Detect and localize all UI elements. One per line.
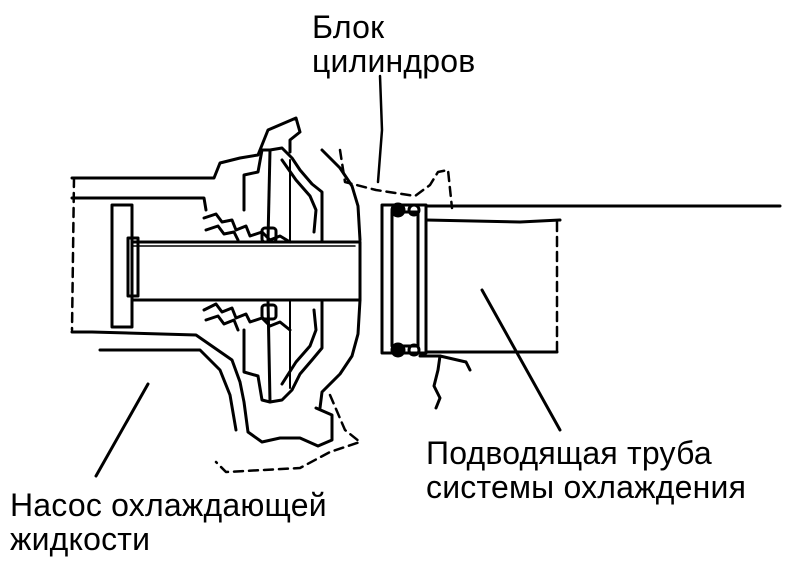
impeller-back-lower	[266, 298, 272, 404]
pipe-leader	[480, 288, 562, 432]
pump-housing-top-inner	[70, 196, 208, 212]
impeller-rim	[320, 148, 362, 242]
o-ring-inner	[390, 210, 420, 348]
cylinder-block-leader	[376, 74, 384, 184]
pump-leader	[94, 382, 150, 478]
pump-housing-top	[70, 116, 302, 180]
o-ring-top-2	[407, 203, 421, 217]
o-ring-top	[390, 202, 406, 218]
impeller-back	[266, 148, 272, 242]
inlet-pipe-top-inner	[424, 218, 562, 224]
impeller-front	[268, 146, 324, 242]
impeller-vane-lower	[280, 308, 318, 386]
pump-flange	[242, 148, 272, 212]
cylinder-block-label-line2: цилиндров	[312, 43, 476, 79]
seal-upper-2	[204, 224, 240, 242]
cylinder-block-label: Блок цилиндров	[312, 10, 476, 78]
water-pump-label-line1: Насос охлаждающей	[10, 487, 327, 523]
impeller-vane-upper	[280, 158, 318, 234]
seal-lower	[202, 302, 292, 332]
pump-flange-lower	[242, 328, 272, 404]
impeller-rim-lower	[318, 298, 362, 410]
shaft-end-cap	[126, 236, 140, 298]
inlet-pipe-label-line2: системы охлаждения	[426, 469, 747, 505]
seal-lower-2	[204, 314, 240, 332]
o-ring-bottom-2	[407, 343, 421, 357]
shaft	[130, 240, 362, 302]
water-pump-label: Насос охлаждающей жидкости	[10, 488, 327, 556]
shaft-bearing	[110, 203, 134, 329]
o-ring-bottom	[390, 342, 406, 358]
pump-housing-bottom-inner	[98, 348, 238, 432]
water-pump-label-line2: жидкости	[10, 521, 151, 557]
pipe-bracket	[418, 354, 442, 410]
inlet-pipe-label: Подводящая труба системы охлаждения	[426, 436, 746, 504]
pump-housing-bottom	[70, 330, 334, 448]
cylinder-block-lower-dashed	[214, 393, 362, 474]
impeller-front-lower	[268, 298, 324, 404]
pump-left-edge-dashed	[70, 176, 76, 332]
pipe-bracket-2	[438, 354, 472, 372]
cylinder-block-label-line1: Блок	[312, 9, 385, 45]
inlet-pipe-label-line1: Подводящая труба	[426, 435, 712, 471]
seal-upper	[202, 212, 292, 244]
